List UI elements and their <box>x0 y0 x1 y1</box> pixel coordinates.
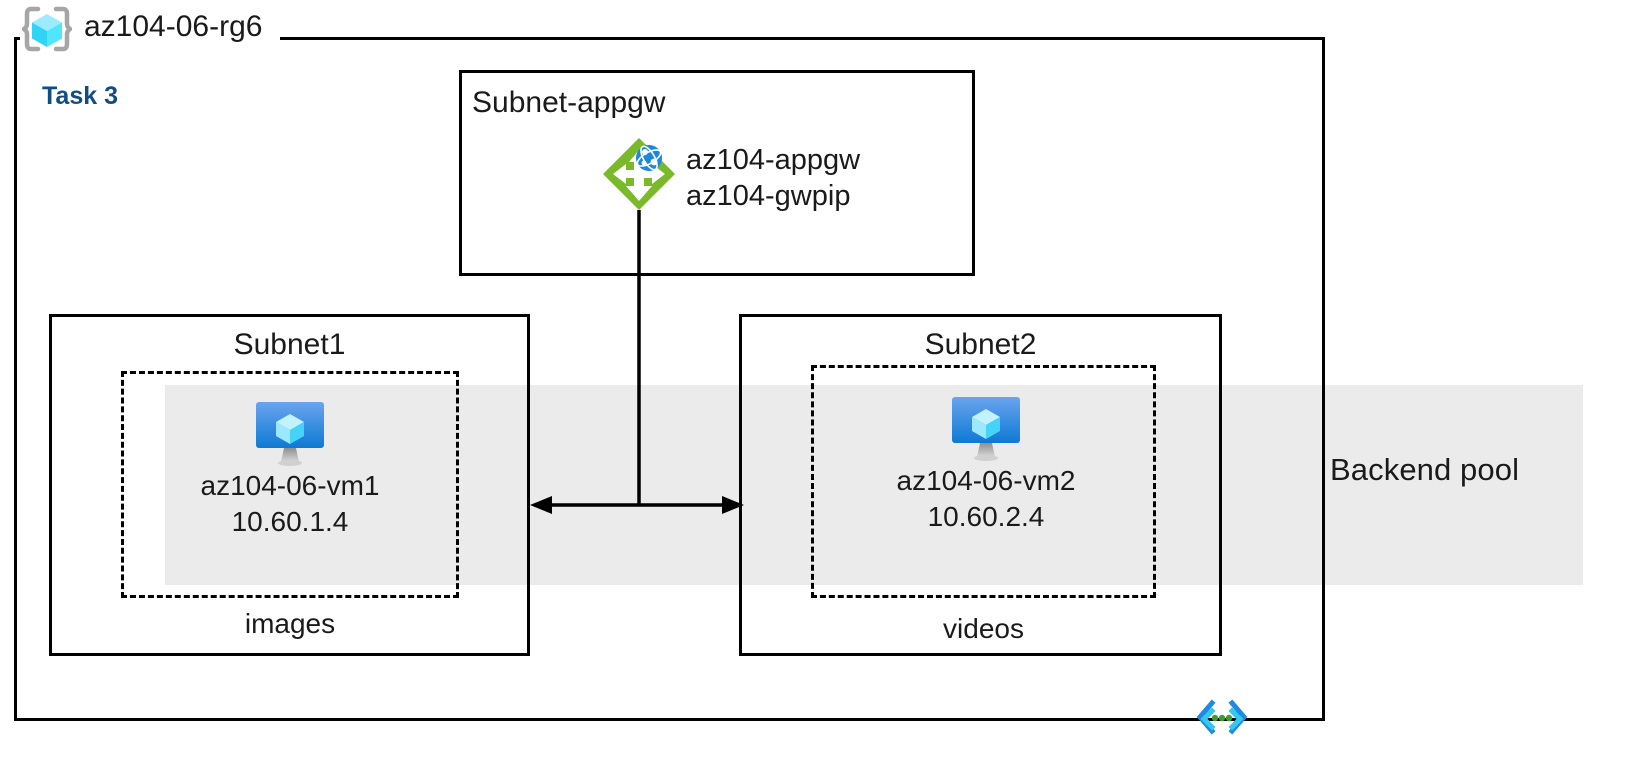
vm2-block: az104-06-vm2 10.60.2.4 <box>862 393 1110 535</box>
resource-group-title: az104-06-rg6 <box>84 10 263 43</box>
subnet-appgw-box <box>459 70 975 276</box>
resource-group-cube-icon <box>21 6 73 52</box>
appgw-resource-name: az104-appgw <box>686 144 861 176</box>
vm1-block: az104-06-vm1 10.60.1.4 <box>166 398 414 540</box>
application-gateway-icon <box>601 136 677 212</box>
application-gateway-labels: az104-appgw az104-gwpip <box>686 142 860 215</box>
subnet-appgw-title: Subnet-appgw <box>472 86 666 119</box>
appgw-public-ip-name: az104-gwpip <box>686 180 851 213</box>
subnet1-title: Subnet1 <box>233 328 346 361</box>
backend-pool-band <box>165 385 1583 585</box>
vm2-name: az104-06-vm2 <box>896 465 1076 496</box>
virtual-machine-icon <box>256 402 324 466</box>
backend-pool-label: Backend pool <box>1330 452 1520 487</box>
subnet1-nsg-box <box>121 371 459 598</box>
resource-group-box <box>14 37 1325 721</box>
subnet2-title: Subnet2 <box>924 328 1037 361</box>
virtual-machine-icon <box>952 397 1020 461</box>
code-brackets-icon <box>1196 697 1248 737</box>
vm1-ip: 10.60.1.4 <box>231 505 349 537</box>
subnet1-nsg-label: images <box>244 608 336 639</box>
vm1-name: az104-06-vm1 <box>200 470 380 501</box>
task-label: Task 3 <box>42 82 118 110</box>
subnet1-box <box>49 314 530 656</box>
subnet2-box <box>739 314 1222 656</box>
subnet2-nsg-box <box>811 365 1156 598</box>
subnet2-nsg-label: videos <box>943 613 1024 644</box>
vm2-ip: 10.60.2.4 <box>927 500 1045 532</box>
